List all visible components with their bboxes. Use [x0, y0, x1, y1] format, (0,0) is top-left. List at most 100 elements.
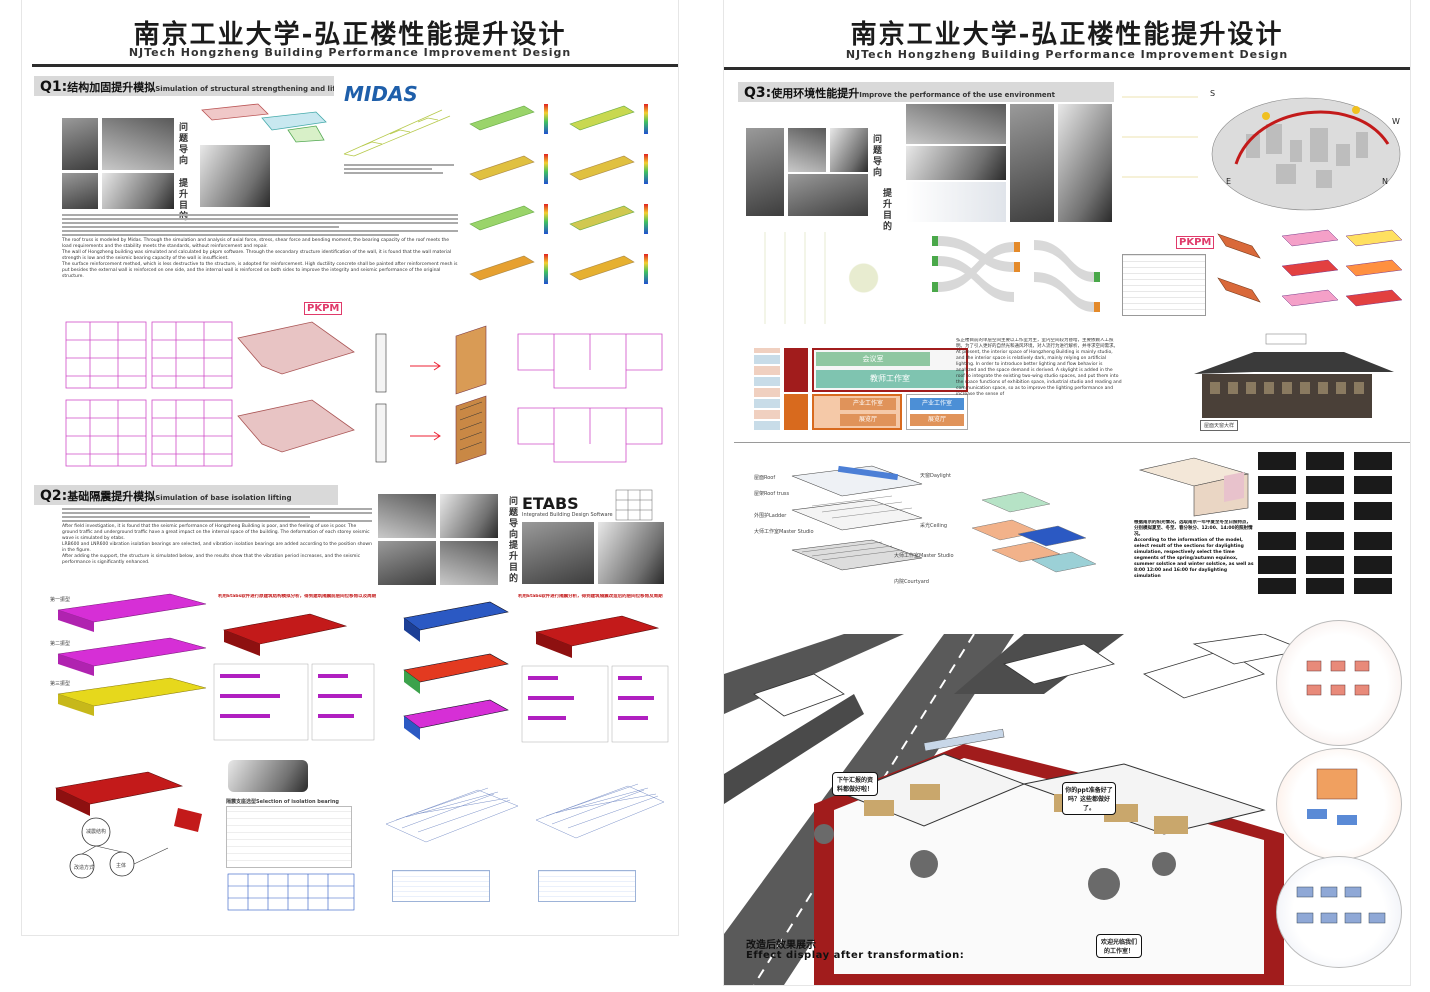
axo-label: 采光Ceiling: [920, 523, 948, 529]
section-q1-header: Q1:结构加固提升模拟Simulation of structural stre…: [34, 76, 334, 96]
side-label: 问题导向: [177, 122, 187, 166]
svg-text:S: S: [1210, 89, 1215, 98]
side-label: 提升目的: [507, 540, 517, 584]
section-title-cn: 使用环境性能提升: [771, 87, 860, 100]
q2-paragraph-line: After field investigation, it is found t…: [62, 524, 370, 541]
q1-paragraph-line: The surface reinforcement method, which …: [62, 262, 458, 279]
isolation-wireframe-model: [385, 787, 519, 843]
q2-caption-before: 利用Etabs软件进行原建筑结构模拟分析，得到建筑隔震前层间位移角以及周期: [218, 594, 377, 599]
interior-photo: [746, 128, 784, 216]
section-code: Q2:: [40, 488, 68, 504]
daylight-description: 根据南京的阳光情况，选取南京一年中夏至冬至日照特点，分别模拟夏至、冬至、春分秋分…: [1134, 520, 1254, 596]
space-block: 产业工作室: [840, 398, 896, 410]
etabs-frame-model: [615, 489, 653, 521]
site-photo: [102, 118, 174, 170]
poster-subtitle: NJTech Hongzheng Building Performance Im…: [845, 48, 1289, 61]
site-photo: [378, 541, 436, 585]
corridor-photo: [1010, 104, 1054, 222]
truss-caption: [344, 162, 454, 182]
interior-photo: [788, 174, 868, 216]
bearing-layout-plan: [227, 873, 355, 911]
facade-tag: 屋面天窗大样: [1200, 420, 1239, 431]
effect-caption-en: Effect display after transformation:: [746, 950, 965, 961]
q3-paragraph: 弘正楼目前的单层空间主要以工作室为主，室内空间较为昏暗，主要依赖人工照明。为了引…: [956, 338, 1122, 432]
etabs-subtitle: Integrated Building Design Software: [522, 512, 613, 518]
mode-tag: 第二振型: [50, 641, 71, 647]
period-table-after: [538, 870, 636, 902]
bearing-table: [226, 806, 352, 868]
etabs-logo: ETABS: [522, 494, 579, 513]
section-title-cn: 结构加固提升模拟: [67, 81, 156, 94]
speech-bubble: 欢迎光临我们的工作室！: [1096, 934, 1142, 958]
roof-model-orange: [1217, 233, 1261, 303]
speech-bubble: 下午汇报的资料都做好啦！: [832, 772, 878, 796]
side-label: 问题导向: [871, 134, 881, 178]
wall-reinforcement-detail: [375, 325, 487, 465]
stress-analysis-grid: [464, 96, 670, 296]
building-model-sketch: [201, 103, 327, 143]
axo-label: 大师工作室Master Studio: [754, 529, 814, 535]
space-block: 展览厅: [840, 414, 896, 426]
daylight-text-en: According to the information of the mode…: [1134, 538, 1254, 579]
svg-text:N: N: [1382, 177, 1388, 186]
space-function-chart: 会议室 教师工作室 产业工作室 展览厅 产业工作室 展览厅: [754, 348, 972, 430]
red-structure-model-after: [534, 615, 660, 658]
isolation-concept-diagram: [55, 771, 202, 879]
effect-caption-cn: 改造后效果展示: [746, 940, 816, 951]
section-title-en: Simulation of base isolation lifting: [155, 494, 292, 502]
axo-label: 内院Courtyard: [894, 579, 929, 585]
facade-render: [1194, 333, 1394, 418]
section-q2-header: Q2:基础隔震提升模拟Simulation of base isolation …: [34, 485, 338, 505]
node-label: 减震结构: [86, 829, 107, 835]
pkpm-logo: PKPM: [304, 302, 343, 315]
seismic-model-before: [57, 593, 207, 716]
daylight-simulation-grid: [1254, 450, 1394, 596]
q2-paragraph-line: After adding the support, the structure …: [62, 554, 361, 565]
isolation-wireframe-model: [535, 783, 665, 839]
skylight-section-axo: [1138, 457, 1250, 517]
space-block: 教师工作室: [816, 370, 964, 388]
side-label: 提升目的: [881, 188, 891, 232]
axo-label: 屋架Roof truss: [754, 491, 790, 497]
studio-photo: [906, 146, 1006, 180]
bearing-table-title: 隔震支座选型Selection of isolation bearing: [226, 799, 339, 805]
section-code: Q3:: [744, 85, 772, 101]
interior-vignette: [1276, 748, 1402, 860]
daylight-heatmaps: [1281, 229, 1403, 307]
lighting-table: [1122, 254, 1206, 316]
roof-truss-model: [343, 109, 451, 157]
axo-label: 天窗Daylight: [920, 473, 951, 479]
reinforcement-photo: [200, 145, 270, 207]
site-photo: [440, 541, 498, 585]
campus-photo: [906, 104, 1006, 144]
space-block: 展览厅: [910, 414, 964, 426]
drift-charts-before: [213, 663, 375, 741]
interior-vignette: [1276, 856, 1402, 968]
svg-text:W: W: [1392, 117, 1400, 126]
q2-paragraph: After field investigation, it is found t…: [62, 506, 372, 586]
poster-left: 南京工业大学-弘正楼性能提升设计 NJTech Hongzheng Buildi…: [22, 0, 678, 935]
flow-sankey: [932, 236, 1100, 312]
interior-photo: [830, 128, 868, 172]
q2-paragraph-line: LRB600 and LNR600 vibration isolation be…: [62, 542, 372, 553]
exploded-axonometric: [791, 465, 923, 571]
sunlight-diagrams: [1122, 96, 1198, 216]
red-structure-model: [222, 613, 348, 656]
axo-label: 外围护Ladder: [754, 513, 787, 519]
poster-title: 南京工业大学-弘正楼性能提升设计: [850, 20, 1284, 50]
daylight-text-cn: 根据南京的阳光情况，选取南京一年中夏至冬至日照特点，分别模拟夏至、冬至、春分秋分…: [1134, 520, 1253, 537]
period-table-before: [392, 870, 490, 902]
wall-pkpm-plans: [65, 321, 355, 467]
poster-subtitle: NJTech Hongzheng Building Performance Im…: [128, 46, 572, 59]
midas-logo: MIDAS: [344, 82, 418, 106]
q1-paragraph-line: The wall of Hongzheng building was simul…: [62, 250, 452, 261]
tunnel-photo: [522, 522, 594, 584]
function-blocks-axo: [971, 491, 1097, 573]
title-rule: [724, 67, 1410, 70]
pkpm-logo: PKPM: [1176, 236, 1215, 249]
user-analysis: [830, 232, 914, 324]
seismic-model-after: [403, 601, 509, 740]
space-block: 会议室: [816, 352, 930, 366]
site-photo: [102, 173, 174, 209]
side-label: 问题导向: [507, 496, 517, 540]
